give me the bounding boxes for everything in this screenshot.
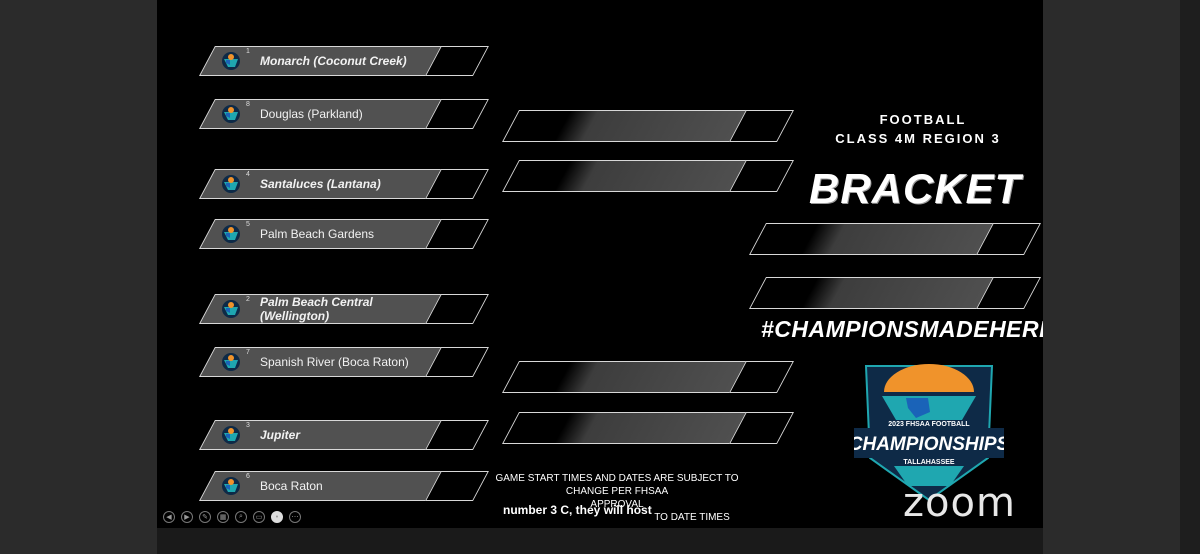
region-title: CLASS 4M REGION 3 bbox=[835, 131, 1001, 146]
team-row-1: 1 Monarch (Coconut Creek) bbox=[199, 46, 451, 76]
team-seed: 8 bbox=[246, 101, 250, 108]
zoom-watermark: zoom bbox=[903, 480, 1016, 526]
round3-slot-1 bbox=[749, 223, 1001, 255]
championship-badge-logo: 2023 FHSAA FOOTBALL CHAMPIONSHIPS TALLAH… bbox=[854, 364, 1004, 502]
play-icon[interactable]: ▶ bbox=[181, 511, 193, 523]
team-name: Monarch (Coconut Creek) bbox=[260, 54, 407, 68]
disclaimer-line-1: GAME START TIMES AND DATES ARE SUBJECT T… bbox=[495, 473, 739, 497]
round2-slot-3 bbox=[502, 361, 754, 393]
shared-slide: 1 Monarch (Coconut Creek) 8 Douglas (Par… bbox=[157, 0, 1043, 528]
grid-icon[interactable]: ▦ bbox=[217, 511, 229, 523]
badge-city: TALLAHASSEE bbox=[903, 459, 955, 466]
fhsaa-logo-icon bbox=[222, 426, 240, 444]
team-row-8: 6 Boca Raton bbox=[199, 471, 451, 501]
right-panel bbox=[1043, 0, 1200, 554]
subtitles-icon[interactable]: ▭ bbox=[253, 511, 265, 523]
team-row-7: 3 Jupiter bbox=[199, 420, 451, 450]
search-icon[interactable]: ⌕ bbox=[235, 511, 247, 523]
team-name: Santaluces (Lantana) bbox=[260, 177, 381, 191]
bracket-title: BRACKET bbox=[809, 165, 1022, 212]
fhsaa-logo-icon bbox=[222, 225, 240, 243]
team-name: Jupiter bbox=[260, 428, 301, 442]
slideshow-toolbar: ◀ ▶ ✎ ▦ ⌕ ▭ • ⋯ bbox=[163, 511, 301, 523]
team-name: Douglas (Parkland) bbox=[260, 107, 363, 121]
disclaimer-line-3: TO DATE TIMES bbox=[654, 512, 730, 523]
team-row-3: 4 Santaluces (Lantana) bbox=[199, 169, 451, 199]
team-row-2: 8 Douglas (Parkland) bbox=[199, 99, 451, 129]
team-seed: 5 bbox=[246, 221, 250, 228]
fhsaa-logo-icon bbox=[222, 175, 240, 193]
fhsaa-logo-icon bbox=[222, 52, 240, 70]
team-name: Spanish River (Boca Raton) bbox=[260, 355, 409, 369]
team-seed: 4 bbox=[246, 171, 250, 178]
disclaimer-text: GAME START TIMES AND DATES ARE SUBJECT T… bbox=[477, 472, 757, 524]
team-name: Boca Raton bbox=[260, 479, 323, 493]
badge-word: CHAMPIONSHIPS bbox=[854, 434, 1004, 455]
round2-slot-1 bbox=[502, 110, 754, 142]
round3-slot-2 bbox=[749, 277, 1001, 309]
team-row-6: 7 Spanish River (Boca Raton) bbox=[199, 347, 451, 377]
team-seed: 7 bbox=[246, 349, 250, 356]
menu-icon[interactable]: ⋯ bbox=[289, 511, 301, 523]
hashtag: #CHAMPIONSMADEHERE bbox=[761, 316, 1043, 342]
more-icon[interactable]: • bbox=[271, 511, 283, 523]
previous-icon[interactable]: ◀ bbox=[163, 511, 175, 523]
round2-slot-4 bbox=[502, 412, 754, 444]
team-seed: 1 bbox=[246, 48, 250, 55]
left-panel bbox=[0, 0, 157, 554]
fhsaa-logo-icon bbox=[222, 300, 240, 318]
sport-title: FOOTBALL bbox=[879, 112, 967, 127]
team-seed: 3 bbox=[246, 422, 250, 429]
fhsaa-logo-icon bbox=[222, 477, 240, 495]
badge-year: 2023 FHSAA FOOTBALL bbox=[888, 421, 970, 428]
fhsaa-logo-icon bbox=[222, 353, 240, 371]
round2-slot-2 bbox=[502, 160, 754, 192]
team-row-4: 5 Palm Beach Gardens bbox=[199, 219, 451, 249]
live-caption: number 3 C, they will host bbox=[503, 503, 652, 517]
team-seed: 6 bbox=[246, 473, 250, 480]
fhsaa-logo-icon bbox=[222, 105, 240, 123]
right-letterbox bbox=[1180, 0, 1200, 554]
team-row-5: 2 Palm Beach Central (Wellington) bbox=[199, 294, 451, 324]
team-seed: 2 bbox=[246, 296, 250, 303]
disclaimer-line-2: APPROVAL bbox=[590, 499, 644, 510]
pen-icon[interactable]: ✎ bbox=[199, 511, 211, 523]
team-name: Palm Beach Central (Wellington) bbox=[260, 295, 373, 323]
team-name: Palm Beach Gardens bbox=[260, 227, 375, 241]
